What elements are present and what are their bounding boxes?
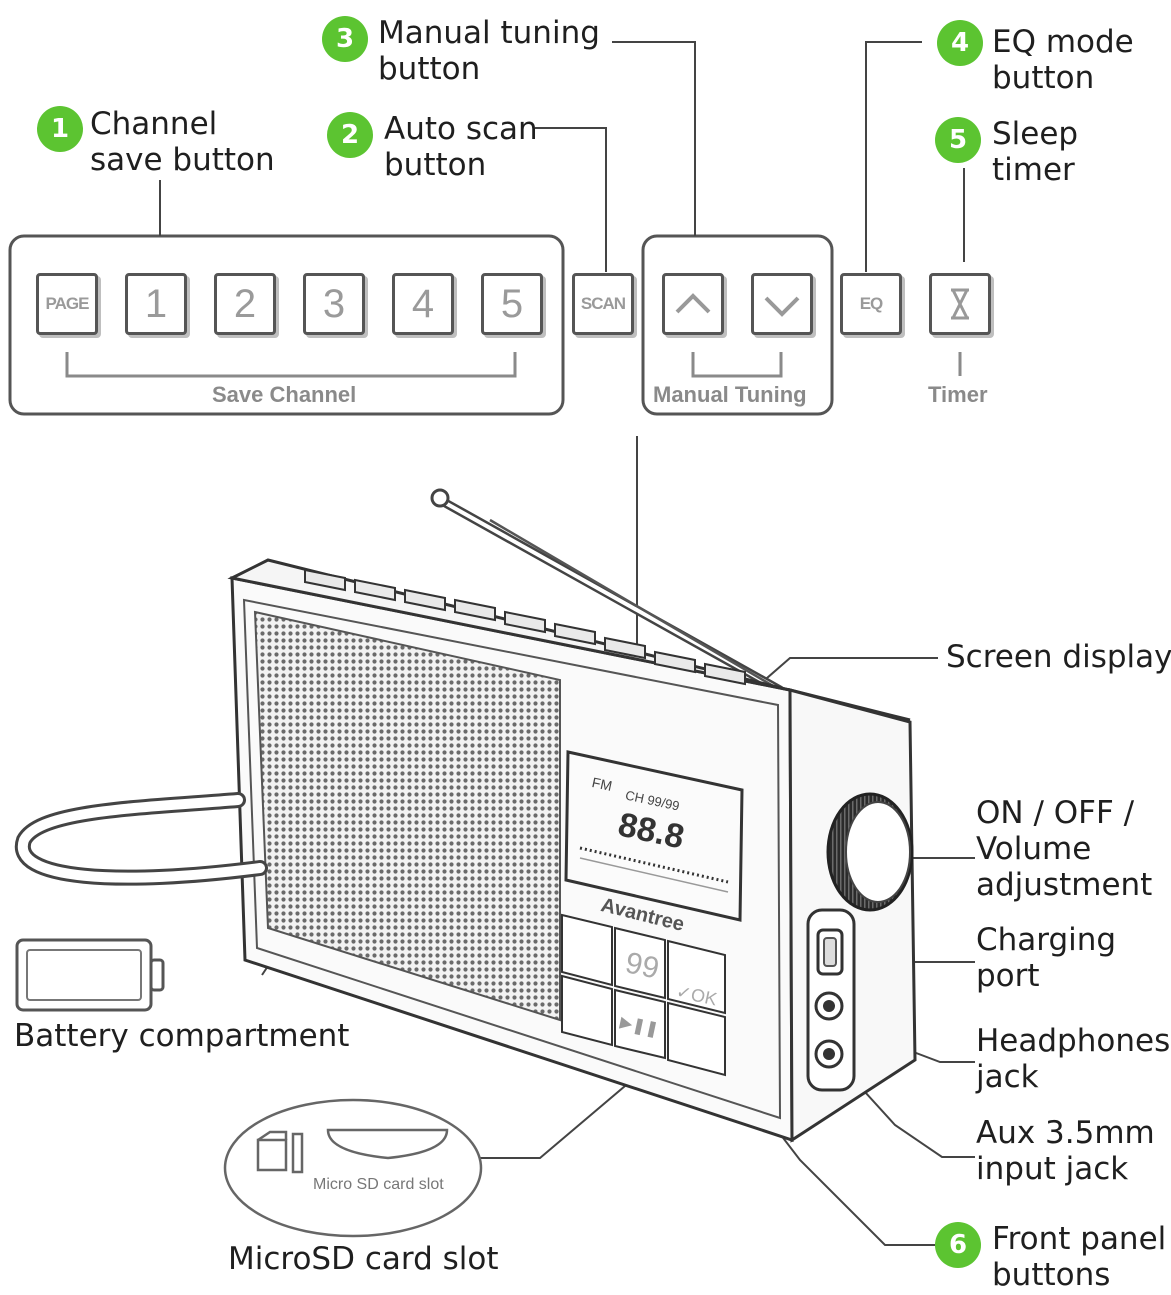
channel-2-button[interactable]: 2 <box>214 273 276 335</box>
badge-6: 6 <box>935 1222 981 1268</box>
scan-button[interactable]: SCAN <box>572 273 634 335</box>
radio-illustration: 99 ✓OK ▶❚❚ <box>14 488 917 1143</box>
hourglass-icon <box>951 288 969 320</box>
save-channel-caption: Save Channel <box>212 382 357 407</box>
label-power-volume: ON / OFF / Volume adjustment <box>976 795 1152 903</box>
badge-5: 5 <box>935 117 981 163</box>
leader-microsd <box>480 1074 639 1159</box>
label-line: Charging <box>976 922 1117 958</box>
label-line: buttons <box>992 1257 1111 1293</box>
badge-2: 2 <box>327 112 373 158</box>
microsd-icon <box>223 1098 483 1238</box>
label-line: adjustment <box>976 867 1153 903</box>
channel-5-button[interactable]: 5 <box>481 273 543 335</box>
label-line: Channel <box>90 106 218 142</box>
label-line: EQ mode <box>992 24 1134 60</box>
channel-4-button[interactable]: 4 <box>392 273 454 335</box>
tune-up-button[interactable] <box>662 273 724 335</box>
save-channel-bracket <box>65 352 517 378</box>
label-line: input jack <box>976 1151 1129 1187</box>
eq-button[interactable]: EQ <box>840 273 902 335</box>
manual-tuning-bracket <box>691 352 783 378</box>
label-line: save button <box>90 142 275 178</box>
chevron-up-icon <box>675 293 711 314</box>
badge-1: 1 <box>37 106 83 152</box>
timer-button[interactable] <box>929 273 991 335</box>
label-line: button <box>384 147 487 183</box>
label-sleep-timer: Sleep timer <box>992 116 1078 188</box>
label-aux-jack: Aux 3.5mm input jack <box>976 1115 1155 1187</box>
chevron-down-icon <box>764 296 800 317</box>
label-line: Front panel <box>992 1221 1167 1257</box>
label-channel-save: Channel save button <box>90 106 275 178</box>
leader-auto-scan <box>535 127 607 272</box>
microsd-caption: Micro SD card slot <box>313 1176 444 1193</box>
label-battery: Battery compartment <box>14 1018 350 1054</box>
label-line: Auto scan <box>384 111 538 147</box>
tune-down-button[interactable] <box>751 273 813 335</box>
label-line: port <box>976 958 1040 994</box>
page-button[interactable]: PAGE <box>36 273 98 335</box>
leader-eq-mode <box>865 41 922 272</box>
label-line: Volume <box>976 831 1092 867</box>
leader-aux <box>844 1069 975 1158</box>
channel-3-button[interactable]: 3 <box>303 273 365 335</box>
label-screen-display: Screen display <box>946 639 1171 675</box>
label-eq-mode: EQ mode button <box>992 24 1134 96</box>
label-line: button <box>992 60 1095 96</box>
svg-text:99: 99 <box>622 946 662 985</box>
badge-3: 3 <box>322 16 368 62</box>
label-line: Manual tuning <box>378 15 600 51</box>
leader-manual-tuning <box>612 41 696 236</box>
label-microsd: MicroSD card slot <box>228 1241 499 1277</box>
label-line: Aux 3.5mm <box>976 1115 1155 1151</box>
label-manual-tuning: Manual tuning button <box>378 15 600 87</box>
label-line: ON / OFF / <box>976 795 1135 831</box>
label-line: jack <box>976 1059 1039 1095</box>
channel-1-button[interactable]: 1 <box>125 273 187 335</box>
label-line: Headphones <box>976 1023 1171 1059</box>
label-headphones-jack: Headphones jack <box>976 1023 1170 1095</box>
manual-tuning-caption: Manual Tuning <box>653 382 807 407</box>
battery-icon <box>15 938 165 1012</box>
timer-caption: Timer <box>928 382 988 407</box>
label-front-panel: Front panel buttons <box>992 1221 1166 1293</box>
label-charging-port: Charging port <box>976 922 1116 994</box>
label-auto-scan: Auto scan button <box>384 111 538 183</box>
badge-4: 4 <box>937 20 983 66</box>
label-line: Sleep <box>992 116 1079 152</box>
label-line: button <box>378 51 481 87</box>
label-line: timer <box>992 152 1075 188</box>
